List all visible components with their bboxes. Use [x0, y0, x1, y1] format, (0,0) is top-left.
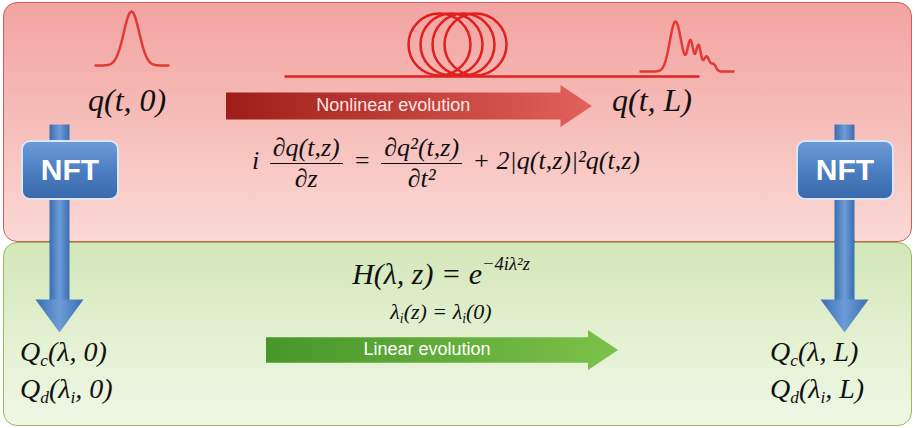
- nft-box: NFT: [796, 140, 894, 200]
- nft-label: NFT: [41, 152, 99, 188]
- continuous-spectrum: Qc(λ, L): [770, 336, 858, 368]
- nlse-equation: i ∂q(t,z)∂z = ∂q²(t,z)∂t² + 2|q(t,z)|²q(…: [252, 134, 640, 192]
- discrete-spectrum: Qd(λi, 0): [20, 373, 113, 405]
- subscript: i: [820, 388, 825, 407]
- numerator: ∂q(t,z): [270, 134, 343, 163]
- arrow-label: Nonlinear evolution: [316, 96, 470, 116]
- fiber-coil: [433, 14, 495, 76]
- input-signal: q(t, 0): [88, 82, 166, 119]
- nft-label: NFT: [816, 152, 874, 188]
- denominator: ∂z: [292, 164, 321, 192]
- transfer-function: H(λ, z) = e−4iλ²z: [352, 257, 530, 292]
- fiber-coil: [409, 14, 471, 76]
- numerator: ∂q²(t,z): [381, 134, 462, 163]
- fiber-line: [285, 75, 700, 78]
- output-signal: q(t, L): [612, 82, 692, 119]
- subscript: c: [40, 351, 48, 370]
- continuous-spectrum: Qc(λ, 0): [20, 336, 107, 368]
- arrow-body: [226, 85, 592, 127]
- fraction: ∂q(t,z)∂z: [270, 134, 343, 192]
- superscript: −4iλ²z: [482, 253, 530, 274]
- denominator: ∂t²: [405, 164, 439, 192]
- panel-illustration: [4, 3, 913, 243]
- discrete-spectrum: Qd(λi, L): [770, 373, 864, 405]
- nft-arrow-head: [36, 300, 84, 333]
- arrow-body: [266, 330, 618, 370]
- subscript: i: [70, 388, 75, 407]
- subscript: i: [400, 311, 404, 326]
- subscript: d: [790, 388, 799, 407]
- subscript: c: [790, 351, 798, 370]
- arrow-label: Linear evolution: [363, 340, 490, 360]
- input-pulse: [95, 12, 170, 66]
- eigenvalue-invariance: λi(z) = λi(0): [390, 299, 491, 324]
- fraction: ∂q²(t,z)∂t²: [381, 134, 462, 192]
- fiber-coil: [421, 14, 483, 76]
- nft-arrow-head: [821, 300, 869, 333]
- fiber-coil: [445, 14, 507, 76]
- nonlinear-domain-panel: i ∂q(t,z)∂z = ∂q²(t,z)∂t² + 2|q(t,z)|²q(…: [3, 2, 912, 242]
- subscript: i: [462, 311, 466, 326]
- nonlinear-evolution-arrow: Nonlinear evolution: [226, 85, 592, 127]
- linear-evolution-arrow: Linear evolution: [266, 330, 618, 370]
- output-pulse: [640, 22, 735, 72]
- nft-box: NFT: [21, 140, 119, 200]
- nft-arrow-shaft: [50, 240, 70, 302]
- nft-arrow-shaft: [835, 240, 855, 302]
- subscript: d: [40, 388, 49, 407]
